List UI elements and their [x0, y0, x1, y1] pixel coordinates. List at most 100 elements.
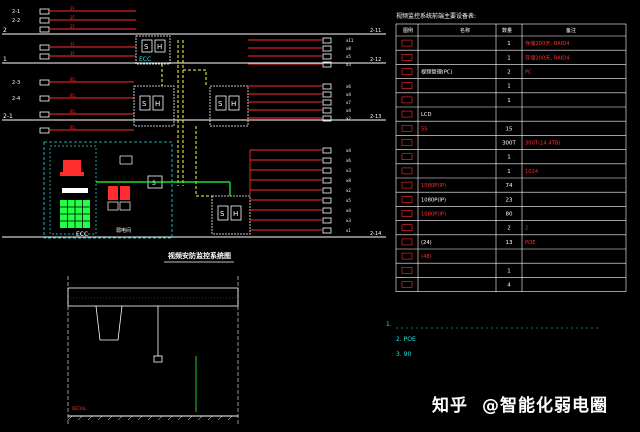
table-header: 数量 [502, 27, 512, 34]
trunk-cables [161, 40, 212, 197]
table-cell-note: POE [525, 240, 536, 246]
legend-icon [401, 68, 413, 75]
svg-text:B1: B1 [70, 109, 76, 114]
floor-label: 1 [3, 56, 7, 63]
table-cell-qty: 1 [507, 268, 511, 274]
floor-label-right: 2-11 [370, 28, 381, 34]
table-header: 名称 [460, 27, 470, 34]
svg-text:2F: 2F [70, 24, 76, 29]
floor-label-right: 2-13 [370, 114, 381, 120]
svg-text:S: S [218, 100, 223, 108]
watermark: 知乎 @智能化弱电圈 [432, 391, 622, 416]
legend-icon [401, 252, 413, 260]
table-cell-qty: 80 [506, 212, 513, 218]
svg-text:x5: x5 [346, 198, 351, 203]
table-cell-qty: 74 [506, 183, 513, 189]
floor-label: 2 [3, 27, 7, 34]
watermark-brand: 知乎 [432, 396, 468, 416]
svg-text:x8: x8 [346, 46, 351, 51]
table-title: 视频监控系统前端主要设备表: [396, 12, 476, 20]
svg-text:S: S [144, 43, 149, 51]
table-cell-note: 存储200天, RAID4 [525, 53, 570, 61]
svg-text:x4: x4 [346, 92, 351, 97]
svg-text:x4: x4 [346, 208, 351, 213]
table-cell-qty: 4 [507, 283, 511, 289]
floor-label-right: 2-14 [370, 231, 381, 237]
table-cell-qty: 13 [506, 240, 513, 246]
svg-text:DETAIL: DETAIL [72, 406, 87, 411]
legend-icon [401, 266, 413, 274]
legend-icon [401, 210, 413, 217]
svg-text:x4: x4 [346, 108, 351, 113]
svg-text:B1: B1 [70, 77, 76, 82]
ecc-switch-top: S H ECC [135, 35, 171, 65]
svg-text:x5: x5 [346, 54, 351, 59]
table-cell-note: 300T(14.4TB) [525, 141, 560, 147]
svg-text:x6: x6 [346, 158, 351, 163]
equipment-table: 视频监控系统前端主要设备表: 图例 名称 数量 备注 1 存储200天, RAID… [395, 12, 627, 292]
diagram-title: 视频安防监控系统图 [168, 251, 231, 260]
table-cell-name: (48) [421, 254, 432, 260]
cam-tag: 2-1 [12, 9, 20, 15]
switch-mid-left: S H [133, 85, 175, 127]
installation-detail: DETAIL [67, 276, 239, 424]
table-cell-note: 1024 [525, 169, 539, 175]
watermark-author: @智能化弱电圈 [482, 396, 608, 416]
table-cell-qty: 2 [507, 70, 511, 76]
table-row: 1 存储200天, RAID4 [401, 53, 570, 61]
table-row: 1080P(IP)23 [401, 196, 513, 203]
backbone-link [96, 181, 231, 196]
svg-text:x6: x6 [346, 84, 351, 89]
table-cell-note: 存储200天, RAID4 [525, 39, 570, 47]
table-cell-name: 1080P(IP) [421, 212, 446, 218]
notes: 1. 2. POE 3. 90 [386, 321, 600, 358]
table-row: 1 1024 [401, 167, 539, 175]
legend-icon [401, 82, 413, 89]
table-headers: 图例 名称 数量 备注 [403, 27, 576, 34]
table-cell-qty: 1 [507, 84, 511, 90]
table-row: (48) [401, 252, 432, 260]
table-grid [395, 23, 627, 292]
table-cell-qty: 1 [507, 169, 511, 175]
svg-text:x8: x8 [346, 178, 351, 183]
table-cell-qty: 1 [507, 55, 511, 61]
legend-icon [401, 181, 413, 189]
note-line: 1. [386, 321, 392, 328]
svg-text:H: H [231, 100, 236, 108]
ecc-control-room: ECC S 弱电间 [43, 141, 173, 239]
svg-text:x7: x7 [346, 100, 351, 105]
table-cell-name: LCD [421, 112, 432, 118]
svg-text:1F: 1F [70, 51, 76, 56]
note-line: 2. POE [396, 336, 416, 343]
svg-text:H: H [155, 100, 160, 108]
table-row: 1 [401, 153, 511, 161]
svg-text:x4: x4 [346, 148, 351, 153]
table-cell-note: 2 [525, 226, 528, 232]
table-header: 备注 [566, 27, 576, 34]
floor-lines [2, 33, 386, 238]
svg-text:x3: x3 [346, 218, 351, 223]
cam-tag: 2-3 [12, 80, 20, 86]
table-cell-qty: 1 [507, 155, 511, 161]
video-wall [60, 200, 90, 228]
table-cell-name: 1080P(IP) [421, 183, 446, 189]
table-row: LCD [401, 110, 432, 118]
legend-icon [401, 153, 413, 160]
legend-icon [401, 281, 413, 288]
svg-text:S: S [152, 180, 156, 187]
svg-text:x3: x3 [346, 168, 351, 173]
legend-icon [401, 53, 413, 61]
table-cell-qty: 2 [507, 226, 511, 232]
table-cell-name: (24) [421, 240, 432, 246]
legend-icon [401, 139, 413, 146]
table-cell-name: 1080P(IP) [421, 197, 446, 203]
switch-low-right: S H [211, 195, 251, 235]
table-cell-qty: 1 [507, 98, 511, 104]
floor-label: 2-1 [3, 113, 13, 120]
legend-icon [401, 167, 413, 175]
